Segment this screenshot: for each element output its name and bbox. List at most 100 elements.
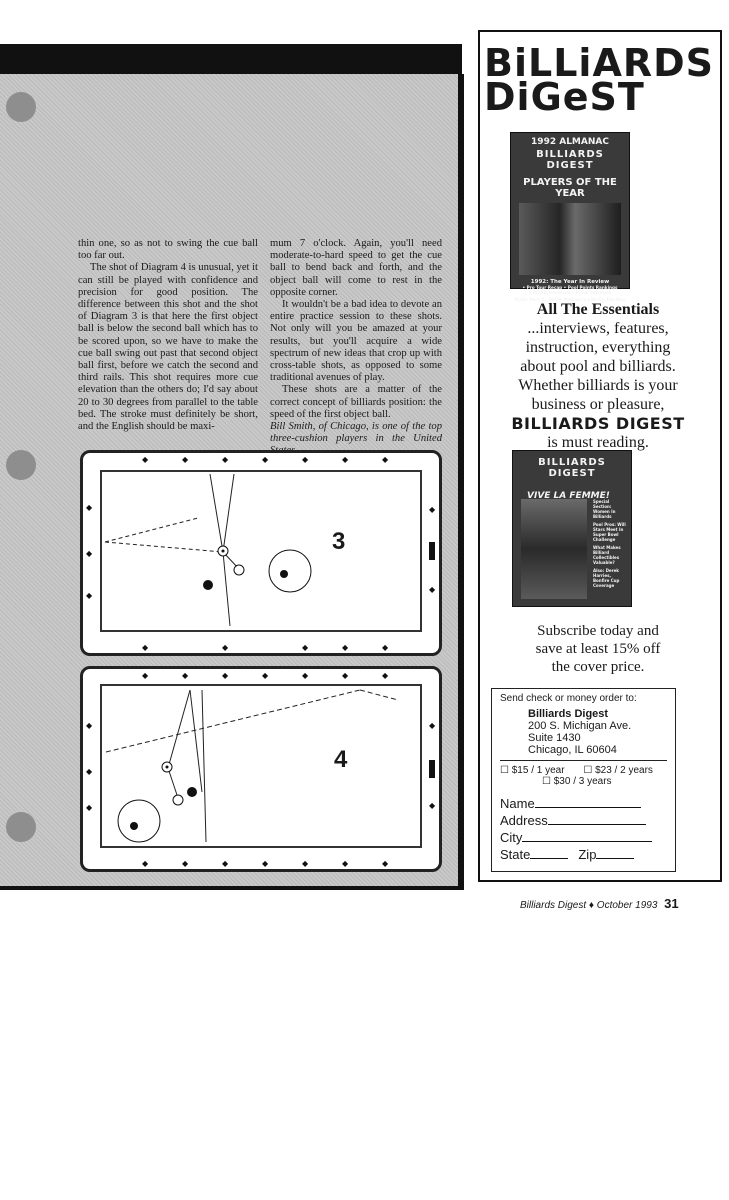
cover-top: 1992 ALMANAC — [531, 137, 609, 147]
diamond: ◆ — [382, 643, 389, 652]
cover-plus: PLUS: Part II - Willie Mosconi's Life On… — [514, 297, 626, 302]
diamond: ◆ — [182, 455, 189, 464]
option-1-year[interactable]: ☐ $15 / 1 year — [500, 765, 565, 776]
diamond: ◆ — [342, 671, 349, 680]
brand-logo: BiLLiARDS DiGeST — [484, 44, 714, 119]
diamond: ◆ — [86, 803, 93, 812]
diamond: ◆ — [182, 671, 189, 680]
subscribe-line: the cover price. — [551, 659, 645, 675]
diamond: ◆ — [142, 671, 149, 680]
cover-side: What Makes Billiard Collectibles Valuabl… — [593, 545, 621, 565]
diamond: ◆ — [429, 721, 436, 730]
paragraph: thin one, so as not to swing the cue bal… — [78, 238, 258, 262]
coupon-address: 200 S. Michigan Ave. — [528, 720, 632, 732]
diamond: ◆ — [429, 505, 436, 514]
order-coupon: Send check or money order to: Billiards … — [491, 688, 676, 872]
diamond: ◆ — [86, 721, 93, 730]
target-zone — [268, 549, 312, 593]
target-zone — [117, 799, 161, 843]
binder-hole — [6, 92, 36, 122]
diamond: ◆ — [222, 859, 229, 868]
diamond: ◆ — [262, 671, 269, 680]
binder-hole — [6, 812, 36, 842]
option-2-years[interactable]: ☐ $23 / 2 years — [583, 765, 653, 776]
object-ball — [233, 564, 245, 576]
diamond: ◆ — [222, 455, 229, 464]
diamond: ◆ — [86, 767, 93, 776]
object-ball — [187, 787, 197, 797]
diamond: ◆ — [429, 801, 436, 810]
city-field[interactable] — [522, 841, 653, 842]
diamond: ◆ — [342, 643, 349, 652]
field-state-label: State — [500, 847, 531, 862]
diagram-3-label: 3 — [332, 528, 346, 555]
paragraph: mum 7 o'clock. Again, you'll need modera… — [270, 238, 442, 298]
cover-side: Also: Derek Harries, Bonfire Cup Coverag… — [593, 568, 620, 588]
cover-sub: • Pro Tour Recap • Pool Points Rankings — [522, 285, 618, 290]
diamond: ◆ — [382, 671, 389, 680]
diamond: ◆ — [429, 585, 436, 594]
magazine-cover-2: BILLIARDS DIGEST VIVE LA FEMME! Special … — [512, 450, 632, 607]
diamond: ◆ — [302, 859, 309, 868]
diagram-4-table — [80, 666, 442, 872]
diamond: ◆ — [262, 455, 269, 464]
ad-line: business or pleasure, — [531, 396, 665, 413]
diagram-3-drawing: ◆ ◆ ◆ ◆ ◆ ◆ ◆ ◆ ◆ ◆ ◆ ◆ ◆ ◆ ◆ ◆ ◆ — [86, 455, 436, 652]
diamond: ◆ — [382, 859, 389, 868]
article-column-2: mum 7 o'clock. Again, you'll need modera… — [270, 238, 442, 458]
diamond: ◆ — [382, 455, 389, 464]
diagram-3-playfield — [100, 470, 422, 632]
field-name-label: Name — [500, 796, 535, 811]
diamond: ◆ — [342, 455, 349, 464]
cover-headline: VIVE LA FEMME! — [527, 491, 610, 501]
coupon-company: Billiards Digest — [528, 708, 609, 720]
paragraph: It wouldn't be a bad idea to devote an e… — [270, 299, 442, 384]
cover-side: Pool Pros: Will Stars Meet In Super Bowl… — [593, 522, 626, 542]
diamond: ◆ — [302, 455, 309, 464]
ad-headline: All The Essentials — [536, 301, 660, 318]
option-3-years[interactable]: ☐ $30 / 3 years — [542, 776, 612, 787]
diagram-marker — [429, 760, 435, 778]
magazine-cover-1: 1992 ALMANAC BILLIARDS DIGEST PLAYERS OF… — [510, 132, 630, 302]
field-address-label: Address — [500, 813, 548, 828]
diamond: ◆ — [86, 591, 93, 600]
zip-field[interactable] — [596, 858, 635, 859]
top-black-bar — [0, 44, 462, 74]
cover-photo — [519, 203, 621, 275]
address-field[interactable] — [547, 824, 646, 825]
diamond: ◆ — [262, 859, 269, 868]
name-field[interactable] — [534, 807, 641, 808]
diamond: ◆ — [142, 455, 149, 464]
cover-sub: • WPBA Yearbook • BPSA Yearbook — [528, 290, 612, 295]
diagram-4-label: 4 — [334, 746, 348, 773]
coupon-address: Suite 1430 — [528, 732, 581, 744]
diamond: ◆ — [342, 859, 349, 868]
footer-text: Billiards Digest ♦ October 1993 — [520, 900, 658, 911]
paragraph: These shots are a matter of the correct … — [270, 384, 442, 420]
diamond: ◆ — [222, 671, 229, 680]
object-ball — [203, 580, 213, 590]
brand-line-2: DiGeST — [484, 75, 645, 119]
coupon-address: Chicago, IL 60604 — [528, 744, 617, 756]
page-footer: Billiards Digest ♦ October 1993 31 — [520, 896, 679, 911]
diamond: ◆ — [182, 859, 189, 868]
subscribe-copy: Subscribe today and save at least 15% of… — [480, 622, 716, 676]
coupon-send: Send check or money order to: — [500, 693, 637, 704]
ad-line: is must reading. — [547, 434, 649, 451]
diamond: ◆ — [142, 643, 149, 652]
diamond: ◆ — [86, 549, 93, 558]
field-zip-label: Zip — [578, 847, 597, 862]
field-city-label: City — [500, 830, 523, 845]
ad-line: Whether billiards is your — [518, 377, 678, 394]
diamond: ◆ — [222, 643, 229, 652]
state-field[interactable] — [530, 858, 569, 859]
ad-copy: All The Essentials ...interviews, featur… — [480, 300, 716, 452]
diamond: ◆ — [86, 503, 93, 512]
subscribe-line: save at least 15% off — [535, 641, 661, 657]
cover-sub: 1992: The Year In Review — [530, 279, 610, 285]
ad-brand-bold: BILLIARDS DIGEST — [511, 414, 685, 433]
diamond: ◆ — [302, 671, 309, 680]
article-column-1: thin one, so as not to swing the cue bal… — [78, 238, 258, 433]
cover-masthead: BILLIARDS DIGEST — [536, 149, 604, 171]
cover-art — [521, 499, 587, 599]
